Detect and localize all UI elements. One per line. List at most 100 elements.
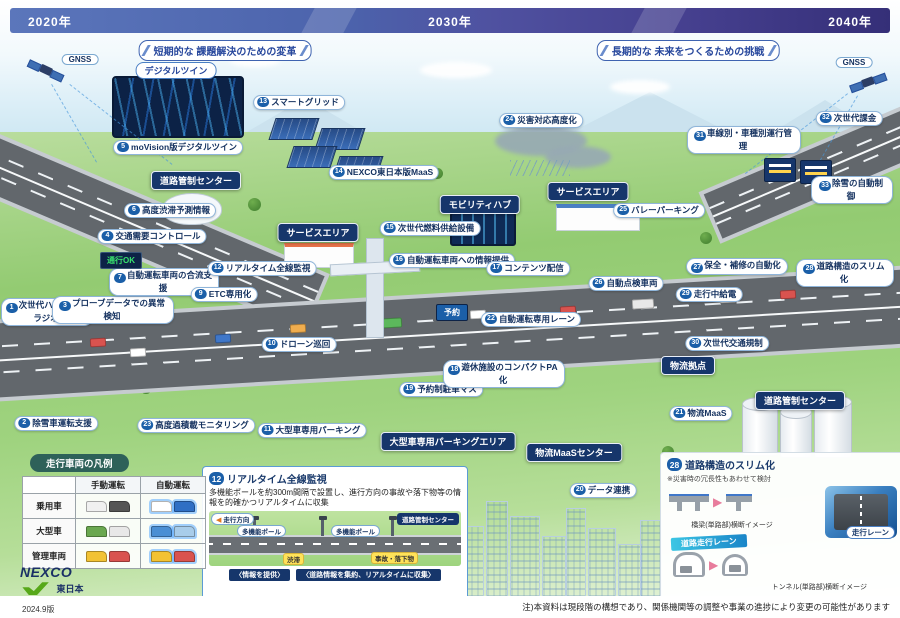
banner-long-term: 長期的な 未来をつくるための挑戦 [596, 40, 780, 61]
nexco-logo: NEXCO 東日本 [20, 564, 90, 598]
callout-number: 31 [693, 131, 706, 142]
legend-table: 手動運転 自動運転 乗用車大型車管理車両 [22, 476, 206, 569]
callout-label: moVision版デジタルツイン [131, 142, 237, 152]
provide-banner: 〈情報を提供〉 [229, 568, 291, 581]
callout-label: 高度渋滞予測情報 [141, 205, 211, 215]
legend-col-auto: 自動運転 [140, 476, 206, 494]
badge-logistics-base: 物流拠点 [660, 356, 716, 375]
vehicle-icon [109, 500, 130, 512]
callout-number: 11 [261, 425, 274, 436]
callout-label: バレーパーキング [631, 205, 699, 215]
callout-label: プローブデータでの異常検知 [72, 298, 165, 322]
sign-digital-twin: デジタルツイン [135, 62, 217, 79]
vehicle-icon [109, 525, 130, 537]
legend-icons-auto [140, 543, 206, 569]
monitoring-illustration: ◀走行方向 道路管制センター 多機能ポール 多機能ポール 事故・落下物 渋滞 [209, 510, 461, 566]
callout-number: 27 [691, 263, 704, 274]
transform-arrow-icon: ▶ [709, 557, 719, 572]
vehicle [89, 337, 107, 348]
bridge-cross-section-icon [669, 492, 709, 512]
callout-label: ドローン巡回 [279, 339, 331, 349]
callout-label: 自動運転車両への情報提供 [406, 255, 510, 265]
vehicle-icon [86, 550, 107, 562]
vehicle-icon [174, 525, 195, 537]
sign-pass-ok-board: 通行OK [100, 252, 142, 269]
pole-label: 多機能ポール [237, 524, 286, 537]
illustration-road [209, 534, 461, 555]
building [640, 520, 662, 598]
building [566, 508, 586, 598]
badge-service-area-right: サービスエリア [547, 182, 629, 201]
panel-slim-body: ▶ 橋梁(単路部)横断イメージ 走行レーン 道路走行レーン ▶ トンネル(単路部… [667, 486, 899, 594]
callout-number: 16 [392, 255, 405, 266]
vehicle-icon [174, 550, 195, 562]
callout-label: 自動運転車両の合流支援 [126, 270, 212, 294]
sign-gnss-left: GNSS [61, 54, 99, 65]
building [510, 516, 540, 598]
panel-monitoring-title: 12 リアルタイム全線監視 [209, 471, 461, 486]
callout-label: 道路構造のスリム化 [816, 261, 885, 285]
timeline-year-2040: 2040年 [828, 15, 872, 29]
legend-row: 管理車両 [22, 543, 206, 569]
callout-number: 20 [573, 485, 586, 496]
callout-number: 2 [18, 418, 31, 429]
slim-tunnel-icon [722, 553, 749, 576]
sign-reserve-board: 予約 [436, 304, 468, 321]
driving-direction-label: ◀走行方向 [211, 512, 255, 525]
panel-monitoring-title-text: リアルタイム全線監視 [227, 475, 327, 486]
legend-row-label: 大型車 [22, 518, 76, 544]
callout-label: 遊休施設のコンパクトPA化 [461, 362, 558, 386]
callout-number: 29 [679, 289, 692, 300]
lane-tag: 走行レーン [845, 526, 895, 539]
control-center-label: 道路管制センター [397, 512, 459, 525]
legend-icons-manual [75, 518, 141, 544]
callout-number: 18 [448, 365, 461, 376]
jam-label: 渋滞 [283, 552, 304, 565]
solar-panel [268, 118, 320, 140]
vehicle [779, 289, 797, 300]
callout-label: 走行中給電 [693, 289, 737, 299]
digital-twin-screen [112, 76, 244, 138]
legend-icons-auto [140, 493, 206, 519]
legend-rows: 乗用車大型車管理車両 [22, 493, 206, 569]
callout-number: 32 [819, 113, 832, 124]
callout-number: 22 [484, 314, 497, 325]
callout-number: 10 [265, 339, 278, 350]
tree [700, 232, 712, 244]
callout-label: 次世代課金 [833, 113, 877, 123]
vehicle-icon [151, 550, 172, 562]
legend-icons-auto [140, 518, 206, 544]
callout-label: 除雪車運転支援 [32, 418, 92, 428]
callout-label: 物流MaaS [687, 408, 727, 418]
vehicle [129, 347, 147, 358]
legend-col-manual: 手動運転 [75, 476, 141, 494]
tunnel-cross-section-icon [673, 552, 705, 577]
vehicle-icon [86, 525, 107, 537]
callout-number: 28 [803, 264, 816, 275]
overpass-tower [366, 238, 384, 338]
badge-logistics-maas-center: 物流MaaSセンター [526, 443, 622, 462]
callout-label: 次世代燃料供給設備 [397, 223, 475, 233]
vehicle-icon [151, 500, 172, 512]
edition-label: 2024.9版 [22, 605, 55, 614]
callout-label: 保全・補修の自動化 [704, 260, 781, 270]
monitoring-banners: 〈情報を提供〉 〈道路情報を集約、リアルタイムに収集〉 [209, 568, 461, 581]
banner-short-term: 短期的な 課題解決のための変革 [138, 40, 312, 61]
building [542, 536, 566, 598]
badge-mobility-hub: モビリティハブ [439, 195, 521, 214]
chevron-decoration [631, 8, 687, 33]
